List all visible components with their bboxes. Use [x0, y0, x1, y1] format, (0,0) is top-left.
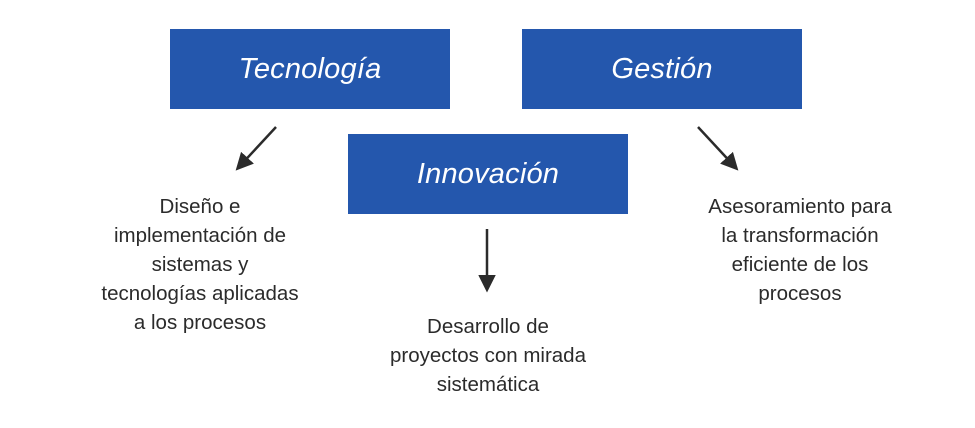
innovacion-description: Desarrollo de proyectos con mirada siste… — [390, 315, 586, 396]
tecnologia-label: Tecnología — [238, 52, 382, 85]
gestion-description: Asesoramiento para la transformación efi… — [708, 195, 892, 305]
gestion-label: Gestión — [611, 52, 713, 85]
arrow-gestion — [697, 126, 739, 171]
gestion-box: Gestión — [522, 29, 802, 109]
innovacion-box: Innovación — [348, 134, 628, 214]
tecnologia-description: Diseño e implementación de sistemas y te… — [101, 195, 299, 334]
arrow-tecnologia — [235, 126, 277, 171]
innovacion-label: Innovación — [416, 157, 560, 190]
tecnologia-box: Tecnología — [170, 29, 450, 109]
